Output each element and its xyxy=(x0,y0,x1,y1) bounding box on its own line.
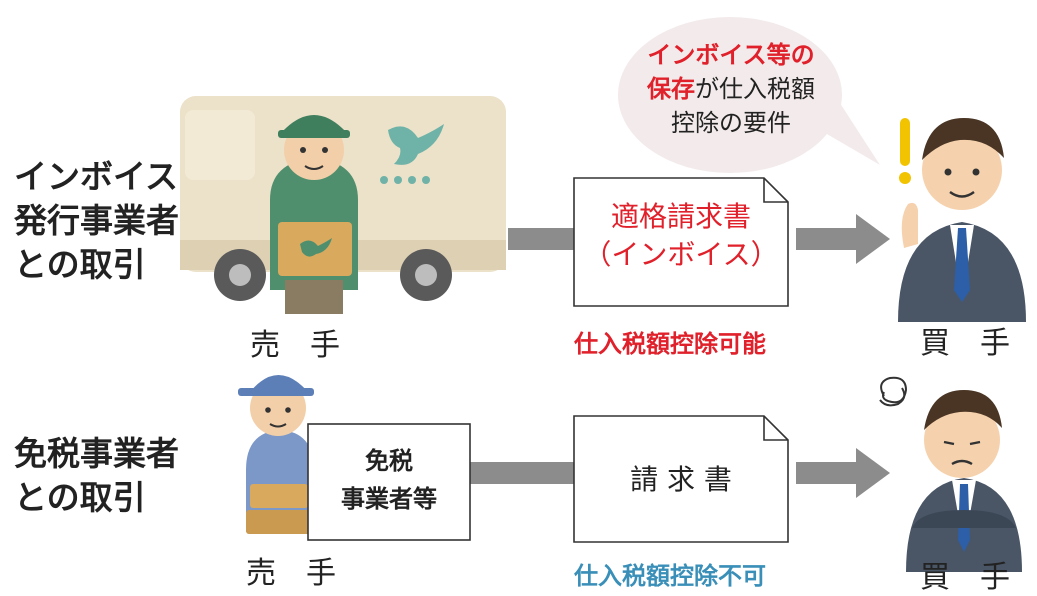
row-label-line: インボイス xyxy=(14,157,179,196)
row-label-line: 発行事業者 xyxy=(14,201,179,240)
bill-document: 請 求 書 xyxy=(574,458,788,498)
seller-label-bottom: 売 手 xyxy=(246,556,336,591)
seller-box-line-1: 免税 xyxy=(365,447,413,475)
bill-document-title: 請 求 書 xyxy=(630,463,732,496)
arrow-bottom xyxy=(470,448,890,498)
speech-line-2-rest: が仕入税額 xyxy=(695,75,815,103)
row-label-tax-exempt: 免税事業者 との取引 xyxy=(14,432,179,520)
small-seller-illustration xyxy=(238,375,314,534)
bill-document-shape xyxy=(573,415,789,543)
speech-line-2-emphasis: 保存 xyxy=(647,75,695,103)
speech-line-3: 控除の要件 xyxy=(671,109,791,137)
deduction-not-allowed-note: 仕入税額控除不可 xyxy=(574,562,766,590)
speech-line-1: インボイス等の xyxy=(647,41,815,69)
invoice-document: 適格請求書 （インボイス） xyxy=(574,198,788,274)
row-label-line: との取引 xyxy=(14,245,146,284)
seller-box-line-2: 事業者等 xyxy=(341,485,437,513)
buyer-illustration-top xyxy=(898,118,1026,322)
row-label-invoice-issuer: インボイス 発行事業者 との取引 xyxy=(14,155,179,287)
invoice-document-shape xyxy=(573,177,789,307)
invoice-document-subtitle: （インボイス） xyxy=(583,238,779,271)
delivery-worker-illustration xyxy=(270,115,358,314)
speech-bubble: インボイス等の 保存が仕入税額 控除の要件 xyxy=(636,38,826,140)
speech-line-2: 保存が仕入税額 xyxy=(636,72,826,106)
tax-exempt-box-shape xyxy=(307,423,471,541)
row-label-line: との取引 xyxy=(14,478,146,517)
buyer-label-top: 買 手 xyxy=(920,326,1010,361)
invoice-document-title: 適格請求書 xyxy=(610,200,751,233)
speech-bubble-shape xyxy=(618,17,880,173)
tax-exempt-seller-box: 免税 事業者等 xyxy=(308,442,470,518)
buyer-illustration-bottom xyxy=(879,376,1022,572)
deduction-allowed-note: 仕入税額控除可能 xyxy=(574,330,766,358)
row-label-line: 免税事業者 xyxy=(14,434,179,473)
buyer-label-bottom: 買 手 xyxy=(920,560,1010,595)
seller-label-top: 売 手 xyxy=(250,328,340,363)
arrow-top xyxy=(508,214,890,264)
